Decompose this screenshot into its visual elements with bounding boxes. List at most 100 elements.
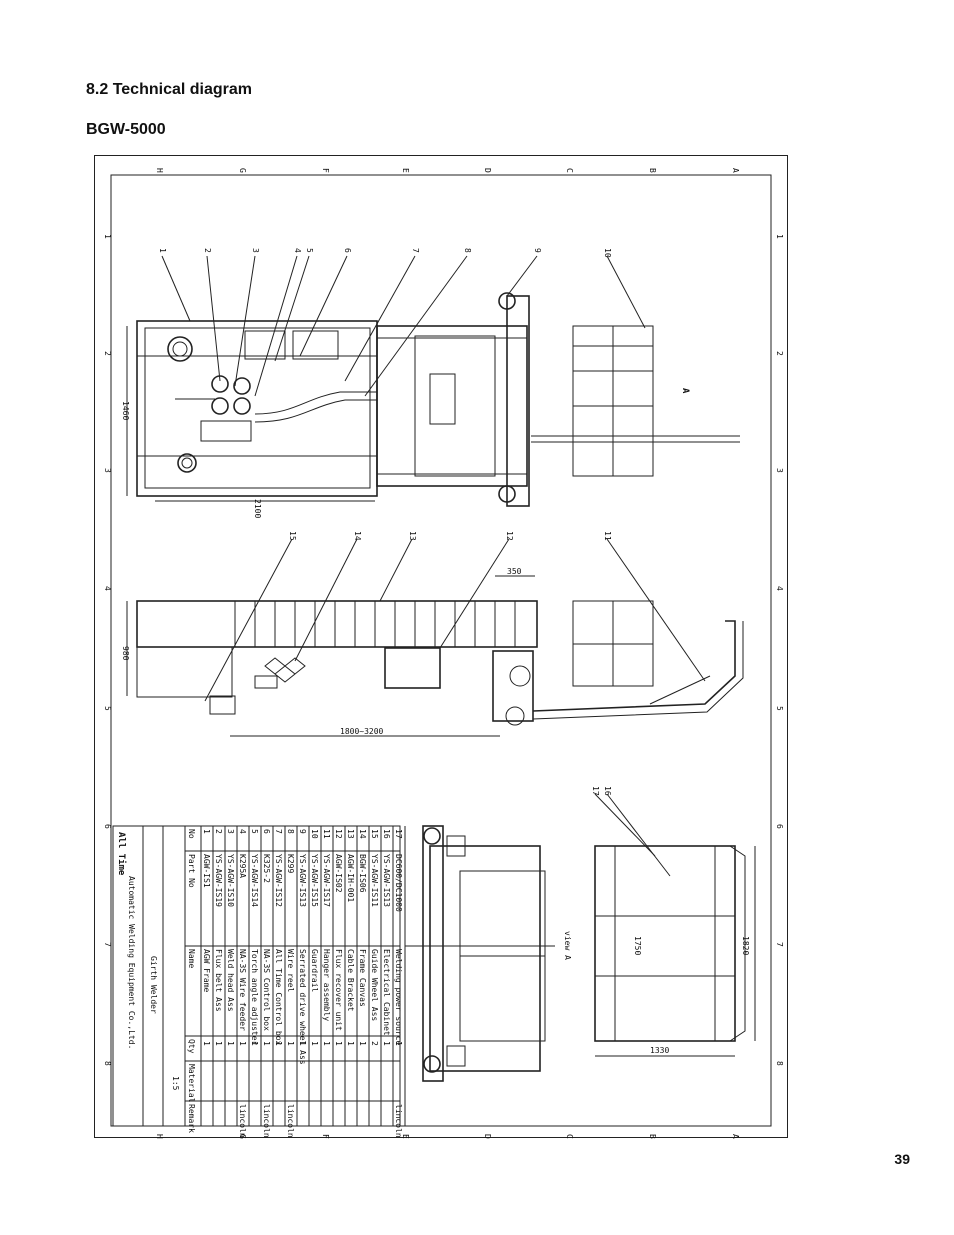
grid-letter-top: E: [401, 168, 410, 173]
grid-letter-bottom: E: [401, 1134, 410, 1139]
bom-cell-qty: 1: [310, 1041, 319, 1046]
balloon-15: 15: [288, 531, 297, 541]
grid-number-right: 1: [775, 234, 784, 239]
grid-number-left: 6: [103, 824, 112, 829]
bom-cell-part: AGW-IS1: [202, 854, 211, 888]
grid-letter-top: B: [648, 168, 657, 173]
bom-cell-part: AGW-IS02: [334, 854, 343, 893]
carriage-frame: [376, 325, 528, 487]
reel-bottom: [177, 453, 197, 473]
bom-cell-no: 16: [382, 829, 391, 839]
bom-cell-name: Wire reel: [286, 949, 295, 993]
grid-letter-bottom: C: [565, 1134, 574, 1139]
dim-view-w1: 1750: [633, 936, 642, 955]
balloon-11: 11: [603, 531, 612, 541]
bom-cell-name: Welding power source: [394, 949, 403, 1046]
side-view-boom: [136, 600, 538, 648]
drive-wheel-top: [498, 292, 516, 310]
bom-cell-qty: 1: [274, 1041, 283, 1046]
bom-cell-remark: lincoln: [238, 1104, 247, 1138]
bom-cell-qty: 1: [238, 1041, 247, 1046]
balloon-3: 3: [251, 248, 260, 253]
side-view: [126, 575, 744, 737]
balloon-leader-17: [594, 793, 656, 857]
bom-cell-no: 2: [214, 829, 223, 834]
grid-letter-top: G: [238, 168, 247, 173]
bom-cell-no: 17: [394, 829, 403, 839]
balloon-1: 1: [158, 248, 167, 253]
bom-header: Name: [187, 949, 196, 968]
view-a-caption: view A: [563, 931, 572, 960]
bom-cell-part: AGW-IH-001: [346, 854, 355, 902]
bom-cell-name: NA-3S Wire feeder: [238, 949, 247, 1031]
bom-cell-part: K325-2: [262, 854, 271, 883]
balloon-14: 14: [353, 531, 362, 541]
balloon-leader-6: [299, 255, 348, 357]
balloon-leader-8: [364, 255, 468, 397]
grid-number-left: 1: [103, 234, 112, 239]
dim-view-w2: 1820: [741, 936, 750, 955]
bom-cell-name: Guide Wheel Ass: [370, 949, 379, 1021]
control-box-na3s: [244, 330, 286, 360]
title-company-sub: Automatic Welding Equipment Co.,Ltd.: [127, 876, 136, 1049]
model-title: BGW-5000: [86, 121, 166, 138]
bom-header: Part No: [187, 854, 196, 888]
bom-cell-name: Electrical Cabinet: [382, 949, 391, 1036]
bom-cell-name: NA-3S Control box: [262, 949, 271, 1031]
grid-number-right: 4: [775, 586, 784, 591]
bom-cell-qty: 1: [394, 1041, 403, 1046]
bom-cell-part: YS-AGW-IS10: [226, 854, 235, 907]
grid-number-left: 7: [103, 942, 112, 947]
view-a-frame: [429, 845, 541, 1072]
bom-cell-name: All Time Control box: [274, 949, 283, 1046]
bom-cell-no: 9: [298, 829, 307, 834]
weld-head: [211, 375, 229, 393]
balloon-leader-3: [234, 255, 256, 387]
grid-letter-bottom: G: [238, 1134, 247, 1139]
bom-cell-name: Torch angle adjuster: [250, 949, 259, 1046]
bom-cell-part: YS-AGW-IS11: [370, 854, 379, 907]
balloon-leader-13: [379, 538, 413, 602]
bom-cell-no: 3: [226, 829, 235, 834]
balloon-leader-1: [161, 255, 191, 322]
bom-cell-qty: 1: [346, 1041, 355, 1046]
control-box-alltime: [292, 330, 339, 360]
title-company: All Time: [116, 832, 127, 876]
carriage-side: [492, 650, 534, 722]
bom-cell-remark: lincoln: [286, 1104, 295, 1138]
bom-cell-qty: 1: [382, 1041, 391, 1046]
balloon-leader-12: [439, 538, 510, 649]
dim-view-h: 1330: [650, 1046, 669, 1055]
bom-cell-part: K295A: [238, 854, 247, 878]
balloon-leader-16: [606, 793, 671, 877]
bom-cell-part: YS-AGW-IS19: [214, 854, 223, 907]
balloon-leader-15: [204, 538, 293, 702]
balloon-4: 4: [293, 248, 302, 253]
balloon-9: 9: [533, 248, 542, 253]
grid-letter-top: F: [321, 168, 330, 173]
balloon-13: 13: [408, 531, 417, 541]
grid-number-right: 2: [775, 351, 784, 356]
balloon-leader-5: [274, 255, 310, 362]
cabinet-view: [594, 845, 756, 1057]
grid-number-left: 5: [103, 706, 112, 711]
bom-cell-no: 12: [334, 829, 343, 839]
bom-cell-part: YS-AGW-IS17: [322, 854, 331, 907]
grid-number-right: 7: [775, 942, 784, 947]
bom-cell-qty: 1: [202, 1041, 211, 1046]
balloon-leader-4: [254, 255, 298, 397]
view-a-marker: A: [680, 388, 690, 394]
bom-cell-no: 11: [322, 829, 331, 839]
bom-cell-name: AGW Frame: [202, 949, 211, 993]
flux-recovery: [384, 647, 441, 689]
bom-cell-name: Guardrail: [310, 949, 319, 993]
balloon-leader-11: [606, 538, 706, 682]
reel-top: [167, 336, 193, 362]
bom-cell-qty: 1: [358, 1041, 367, 1046]
grid-letter-bottom: B: [648, 1134, 657, 1139]
bom-cell-name: Flux recover unit: [334, 949, 343, 1031]
bom-header: Material: [187, 1064, 196, 1103]
